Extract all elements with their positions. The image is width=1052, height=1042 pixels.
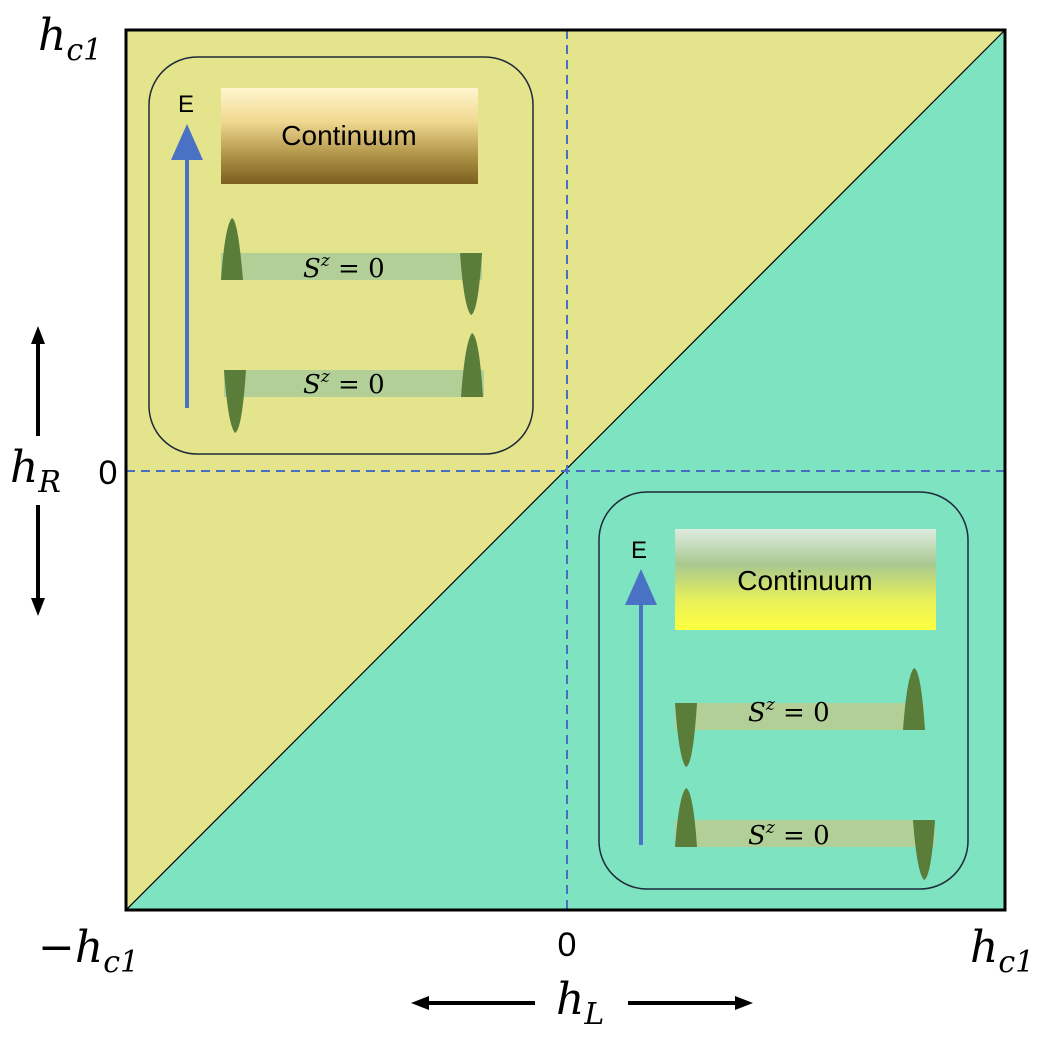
- inset-upper: E Continuum Sz = 0 Sz = 0: [148, 56, 534, 455]
- edge-peak-icon: [221, 218, 243, 280]
- top-left-hc1-label: hc1: [38, 10, 102, 68]
- continuum-box: [675, 529, 936, 630]
- x-left-arrowhead-icon: [411, 996, 429, 1010]
- edge-peak-icon: [675, 703, 697, 767]
- edge-peak-icon: [224, 370, 246, 433]
- continuum-label: Continuum: [737, 565, 872, 596]
- mode-label: Sz = 0: [748, 818, 830, 851]
- edge-peak-icon: [675, 788, 697, 847]
- edge-peak-icon: [461, 333, 483, 397]
- inset-lower: E Continuum Sz = 0 Sz = 0: [598, 491, 969, 890]
- mode-label: Sz = 0: [303, 367, 385, 400]
- x-axis-label: hL: [556, 974, 604, 1032]
- y-zero-label: 0: [99, 454, 118, 492]
- mode-bar: [224, 370, 484, 397]
- energy-label: E: [178, 91, 194, 118]
- x-right-arrowhead-icon: [735, 996, 753, 1010]
- inset-upper-box: [148, 56, 534, 455]
- edge-peak-icon: [460, 253, 482, 315]
- bottom-right-hc1-label: hc1: [970, 922, 1034, 980]
- energy-label: E: [631, 537, 647, 564]
- continuum-label: Continuum: [281, 120, 416, 151]
- y-axis-label: hR: [10, 442, 61, 500]
- mode-bar: [221, 253, 482, 280]
- plot-frame: [124, 28, 1007, 912]
- x-zero-label: 0: [558, 926, 577, 964]
- inset-lower-box: [598, 491, 969, 890]
- edge-peak-icon: [903, 668, 925, 730]
- mode-label: Sz = 0: [303, 251, 385, 284]
- mode-bar: [675, 703, 924, 730]
- continuum-box: [221, 88, 478, 184]
- edge-peak-icon: [913, 820, 935, 880]
- mode-label: Sz = 0: [748, 695, 830, 728]
- mode-bar: [675, 820, 935, 847]
- y-down-arrowhead-icon: [31, 598, 45, 616]
- bottom-left-minus-hc1-label: −hc1: [38, 922, 139, 980]
- y-up-arrowhead-icon: [31, 326, 45, 344]
